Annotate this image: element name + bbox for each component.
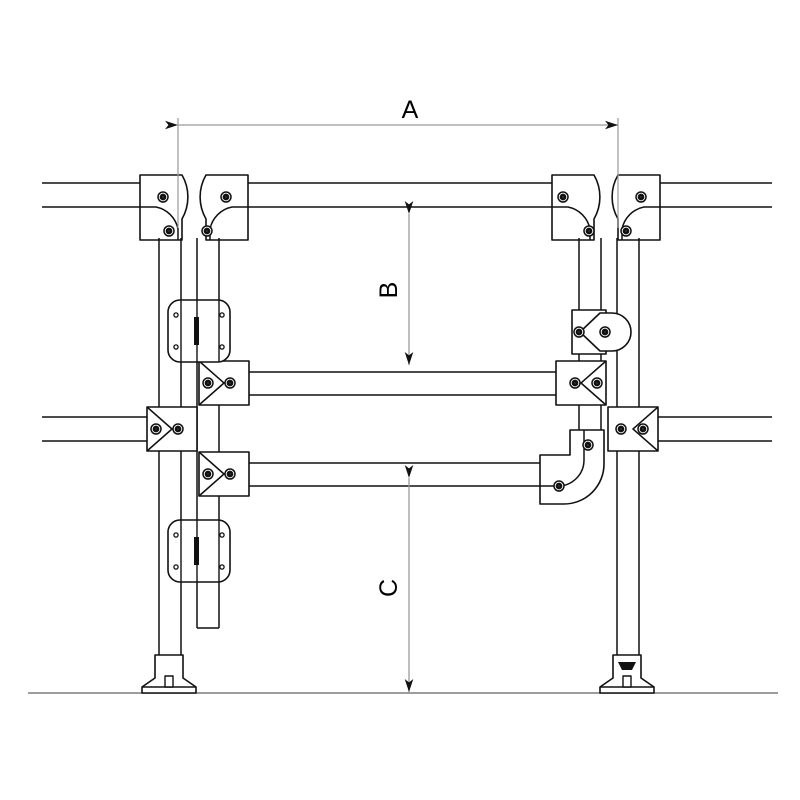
top-right-inner-elbow: [551, 174, 601, 241]
tee-fitting-gate-upper-rail: [198, 360, 250, 406]
mid-rail-right-extension: [656, 416, 772, 442]
dimension-C: C: [375, 465, 414, 692]
tee-fitting-left-mid: [146, 406, 198, 452]
dimension-A: A: [165, 96, 619, 228]
hinge-lower: [167, 519, 231, 583]
top-right-outer-elbow: [611, 174, 661, 241]
right-base-plate: [599, 654, 655, 694]
dimension-A-label: A: [402, 96, 419, 124]
top-rail-right-extension: [660, 182, 772, 208]
gate-upper-rail: [244, 371, 558, 396]
tee-fitting-right-mid: [607, 406, 659, 452]
gate-lower-rail: [244, 462, 540, 487]
top-left-inner-elbow: [199, 174, 249, 241]
dimension-B-label: B: [375, 282, 403, 299]
dimension-C-label: C: [375, 579, 403, 597]
dimension-B: B: [375, 201, 414, 365]
tee-fitting-gate-lower-rail: [198, 451, 250, 497]
tee-fitting-right-upper-rail: [555, 360, 607, 406]
left-base-plate: [141, 654, 197, 694]
top-rail-left-extension: [42, 182, 140, 208]
latch-catch: [571, 309, 632, 355]
mid-rail-left-extension: [42, 416, 148, 442]
hinge-upper: [167, 299, 231, 363]
top-left-outer-elbow: [139, 174, 189, 241]
mid-right-gate-elbow: [539, 429, 605, 505]
top-rail-gate-span: [248, 182, 552, 208]
